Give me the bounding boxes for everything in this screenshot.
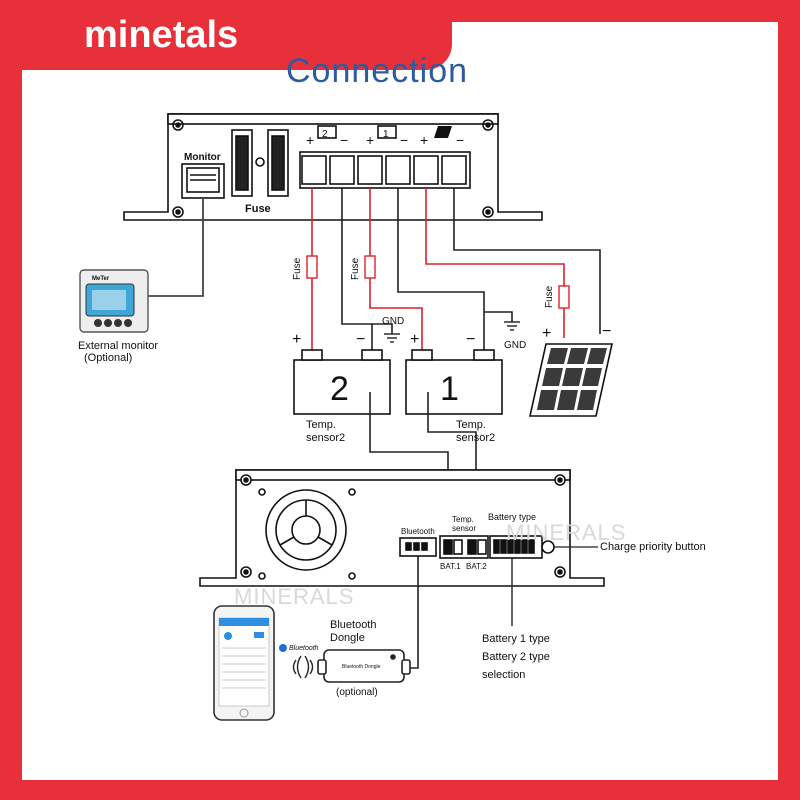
dongle-title-line2: Dongle bbox=[330, 632, 365, 644]
external-monitor-optional: (Optional) bbox=[84, 352, 132, 364]
battery-2-minus: − bbox=[356, 331, 365, 348]
fuse-label-top: Fuse bbox=[245, 203, 271, 215]
gnd-label-1: GND bbox=[382, 316, 404, 327]
battery-1-type-note: Battery 1 type bbox=[482, 633, 550, 645]
battery-2-plus: + bbox=[292, 331, 301, 348]
bluetooth-port-label: Bluetooth bbox=[401, 527, 435, 536]
plus-mark: + bbox=[420, 132, 428, 148]
bat1-label: BAT.1 bbox=[440, 562, 461, 571]
battery-type-selection-note: selection bbox=[482, 669, 525, 681]
terminal-label-1: 1 bbox=[383, 129, 389, 140]
gnd-symbols bbox=[384, 321, 520, 343]
fuse-label-solar: Fuse bbox=[544, 285, 555, 308]
watermark: MINERALS bbox=[506, 520, 626, 545]
temp-sensor-1-label: Temp. bbox=[456, 419, 486, 431]
fuse-label-bat2: Fuse bbox=[292, 257, 303, 280]
external-monitor-label: External monitor bbox=[78, 340, 158, 352]
temp-sensor-2-label: Temp. bbox=[306, 419, 336, 431]
fuse-label-bat1: Fuse bbox=[350, 257, 361, 280]
battery-2-type-note: Battery 2 type bbox=[482, 651, 550, 663]
brand-tab bbox=[0, 0, 452, 70]
battery-1-minus: − bbox=[466, 331, 475, 348]
temp-sensor-port-label-line2: sensor bbox=[452, 524, 476, 533]
bluetooth-icon bbox=[279, 644, 287, 652]
battery-type-label: Battery type bbox=[488, 512, 536, 522]
smartphone bbox=[213, 605, 275, 721]
solar-minus: − bbox=[602, 323, 611, 340]
monitor-brand-text: MeTer bbox=[92, 276, 110, 282]
battery-2 bbox=[293, 349, 391, 415]
fuse-symbols bbox=[306, 255, 570, 309]
wireless-waves-icon bbox=[292, 655, 314, 679]
battery-2-number: 2 bbox=[330, 370, 349, 408]
dongle-title: Bluetooth bbox=[330, 619, 376, 631]
solar-panel bbox=[529, 343, 613, 417]
diagram-title: Connection bbox=[286, 52, 469, 90]
watermark: MINERALS bbox=[234, 584, 354, 609]
bluetooth-badge-label: Bluetooth bbox=[289, 645, 319, 652]
plus-mark: + bbox=[306, 132, 314, 148]
dongle-inner-text: Bluetooth Dongle bbox=[342, 664, 381, 670]
battery-1-number: 1 bbox=[440, 370, 459, 408]
solar-plus: + bbox=[542, 325, 551, 342]
monitor-label: Monitor bbox=[184, 152, 221, 163]
bluetooth-dongle bbox=[317, 649, 411, 683]
minus-mark: − bbox=[456, 132, 464, 148]
plus-mark: + bbox=[366, 132, 374, 148]
bottom-controller bbox=[199, 469, 605, 587]
bat2-label: BAT.2 bbox=[466, 562, 487, 571]
temp-sensor-2-label-line2: sensor2 bbox=[306, 432, 345, 444]
temp-sensor-1-label-line2: sensor2 bbox=[456, 432, 495, 444]
gnd-label-2: GND bbox=[504, 340, 526, 351]
terminal-label-2: 2 bbox=[322, 129, 328, 140]
solar-panel-icon bbox=[434, 126, 452, 138]
top-controller bbox=[123, 113, 543, 221]
brand-logo: minetals bbox=[84, 14, 239, 56]
battery-1 bbox=[405, 349, 503, 415]
temp-sensor-port-label: Temp. bbox=[452, 515, 474, 524]
minus-mark: − bbox=[340, 132, 348, 148]
external-monitor bbox=[79, 269, 149, 333]
dongle-optional-label: (optional) bbox=[336, 687, 378, 698]
battery-1-plus: + bbox=[410, 331, 419, 348]
minus-mark: − bbox=[400, 132, 408, 148]
charge-priority-label: Charge priority button bbox=[600, 541, 706, 553]
